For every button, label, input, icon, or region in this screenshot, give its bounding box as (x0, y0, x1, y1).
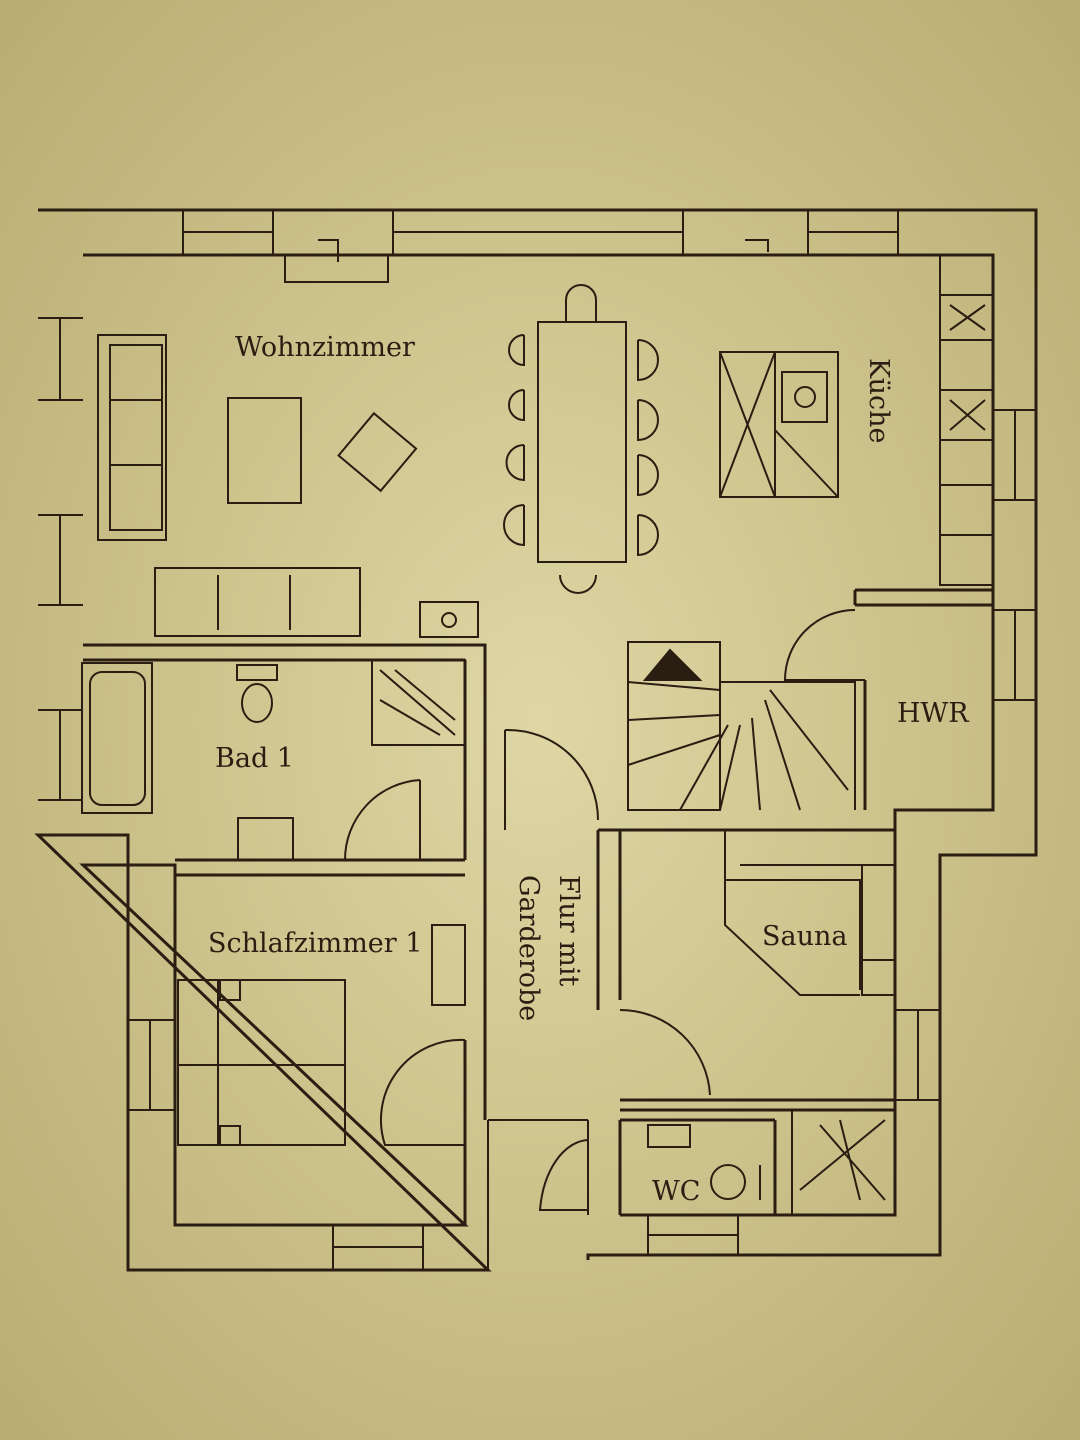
room-label-bad: Bad 1 (215, 743, 294, 774)
room-label-kueche: Küche (863, 358, 894, 443)
room-label-schlafzimmer: Schlafzimmer 1 (208, 928, 422, 959)
room-label-wohnzimmer: Wohnzimmer (235, 332, 415, 363)
outer-walls (34, 208, 1038, 1272)
room-label-hwr: HWR (897, 698, 969, 729)
room-label-flur-line1: Flur mit (553, 875, 584, 986)
room-label-flur-line2: Garderobe (513, 875, 544, 1021)
room-label-sauna: Sauna (762, 921, 847, 952)
interior-walls (83, 588, 993, 1225)
room-label-wc: WC (652, 1176, 700, 1207)
furniture (81, 239, 994, 1216)
